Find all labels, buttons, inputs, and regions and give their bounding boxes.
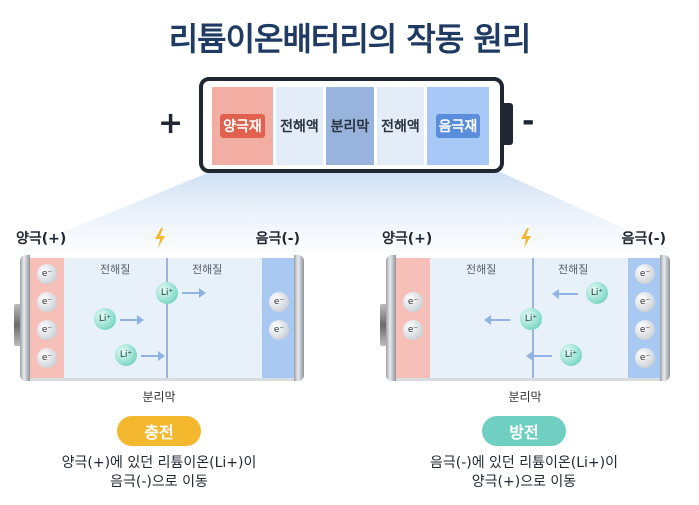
electron-icon: e⁻ bbox=[269, 292, 289, 312]
lithium-ion-icon: Li⁺ bbox=[156, 282, 178, 304]
battery-diagram: 양극재 전해액 분리막 전해액 음극재 bbox=[199, 77, 504, 173]
charge-description: 양극(+)에 있던 리튬이온(Li+)이 음극(-)으로 이동 bbox=[9, 454, 309, 492]
charge-description-line1: 양극(+)에 있던 리튬이온(Li+)이 bbox=[61, 455, 257, 471]
electron-icon: e⁻ bbox=[37, 292, 57, 312]
electron-icon: e⁻ bbox=[37, 264, 57, 284]
positive-pole-label: 양극(+) bbox=[382, 231, 433, 247]
lithium-ion-icon: Li⁺ bbox=[115, 344, 137, 366]
electron-icon: e⁻ bbox=[403, 320, 423, 340]
arrow-right-icon bbox=[141, 351, 165, 361]
electron-icon: e⁻ bbox=[37, 320, 57, 340]
charge-panel: 양극(+) 음극(-) 전해질 전해질 e⁻ e⁻ e⁻ e⁻ e⁻ e⁻ Li… bbox=[14, 228, 304, 428]
discharge-description-line1: 음극(-)에 있던 리튬이온(Li+)이 bbox=[429, 455, 619, 471]
lithium-ion-icon: Li⁺ bbox=[560, 344, 582, 366]
arrow-left-icon bbox=[526, 351, 552, 361]
electron-icon: e⁻ bbox=[37, 348, 57, 368]
lithium-ion-icon: Li⁺ bbox=[586, 282, 608, 304]
electrolyte-label: 전해질 bbox=[558, 263, 589, 276]
arrow-right-icon bbox=[120, 315, 144, 325]
minus-sign: - bbox=[522, 104, 535, 139]
discharge-description-line2: 양극(+)으로 이동 bbox=[471, 474, 577, 490]
cell-cathode-material: 양극재 bbox=[212, 87, 273, 165]
arrow-left-icon bbox=[552, 289, 578, 299]
electron-icon: e⁻ bbox=[635, 264, 655, 284]
battery-casing: 전해질 전해질 e⁻ e⁻ e⁻ e⁻ e⁻ e⁻ Li⁺ Li⁺ Li⁺ bbox=[386, 255, 670, 381]
electrolyte-label: 전해질 bbox=[466, 263, 497, 276]
positive-pole-label: 양극(+) bbox=[16, 231, 67, 247]
cell-electrolyte-right: 전해액 bbox=[377, 87, 424, 165]
electron-icon: e⁻ bbox=[635, 320, 655, 340]
discharge-badge: 방전 bbox=[482, 416, 566, 446]
battery-cell: 전해질 전해질 e⁻ e⁻ e⁻ e⁻ e⁻ e⁻ Li⁺ Li⁺ Li⁺ bbox=[14, 255, 304, 381]
electrolyte-label: 전해질 bbox=[192, 263, 223, 276]
battery-terminal-icon bbox=[14, 304, 22, 346]
negative-pole-label: 음극(-) bbox=[255, 231, 300, 247]
electron-icon: e⁻ bbox=[403, 292, 423, 312]
electrolyte-label: 전해질 bbox=[100, 263, 131, 276]
lithium-ion-icon: Li⁺ bbox=[94, 308, 116, 330]
anode-layer bbox=[262, 258, 294, 378]
page-title: 리튬이온배터리의 작동 원리 bbox=[168, 20, 532, 58]
charge-badge: 충전 bbox=[117, 416, 201, 446]
separator-label: 분리막 bbox=[508, 390, 542, 404]
electron-icon: e⁻ bbox=[269, 320, 289, 340]
cell-electrolyte-left: 전해액 bbox=[276, 87, 323, 165]
separator-label: 분리막 bbox=[142, 390, 176, 404]
discharge-panel: 양극(+) 음극(-) 전해질 전해질 e⁻ e⁻ e⁻ e⁻ e⁻ e⁻ Li… bbox=[380, 228, 670, 428]
discharge-description: 음극(-)에 있던 리튬이온(Li+)이 양극(+)으로 이동 bbox=[374, 454, 674, 492]
lithium-ion-icon: Li⁺ bbox=[520, 308, 542, 330]
arrow-right-icon bbox=[182, 288, 206, 298]
plus-sign: + bbox=[158, 106, 184, 141]
battery-terminal bbox=[504, 103, 513, 145]
lightning-icon bbox=[521, 228, 531, 248]
cell-separator: 분리막 bbox=[326, 87, 374, 165]
arrow-left-icon bbox=[484, 315, 510, 325]
battery-casing: 전해질 전해질 e⁻ e⁻ e⁻ e⁻ e⁻ e⁻ Li⁺ Li⁺ Li⁺ bbox=[20, 255, 304, 381]
lightning-icon bbox=[155, 228, 165, 248]
battery-terminal-icon bbox=[380, 304, 388, 346]
electron-icon: e⁻ bbox=[635, 292, 655, 312]
negative-pole-label: 음극(-) bbox=[621, 231, 666, 247]
cathode-layer bbox=[396, 258, 430, 378]
battery-cell: 전해질 전해질 e⁻ e⁻ e⁻ e⁻ e⁻ e⁻ Li⁺ Li⁺ Li⁺ bbox=[380, 255, 670, 381]
electron-icon: e⁻ bbox=[635, 348, 655, 368]
separator-line bbox=[166, 258, 168, 378]
cell-anode-material: 음극재 bbox=[427, 87, 489, 165]
charge-description-line2: 음극(-)으로 이동 bbox=[110, 474, 208, 490]
